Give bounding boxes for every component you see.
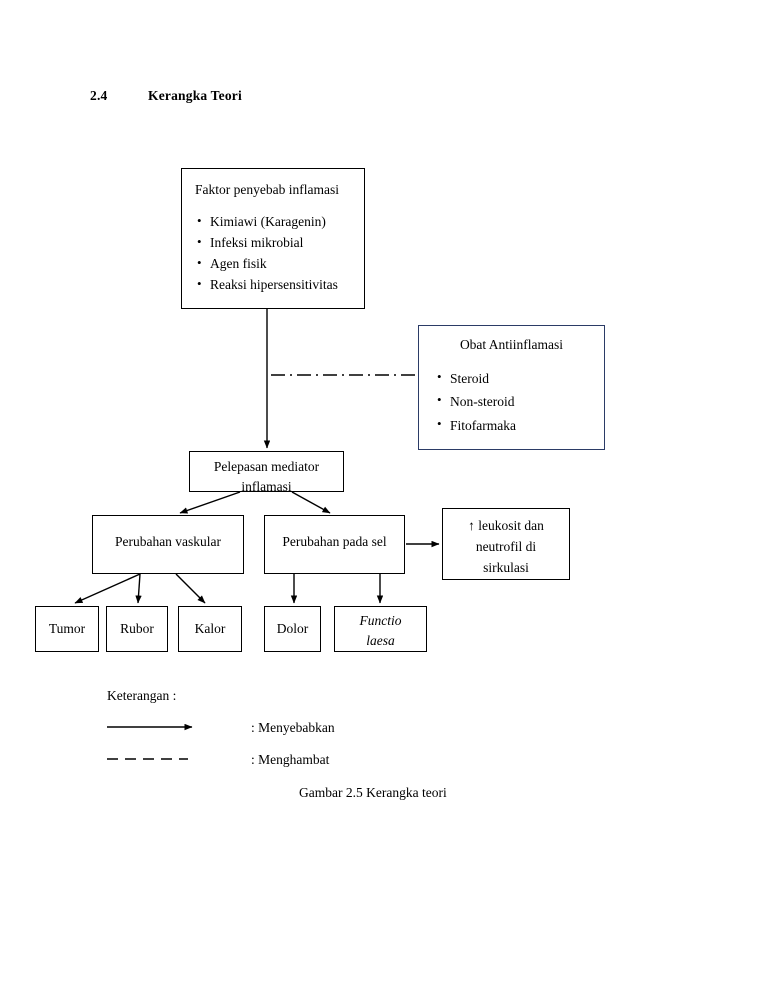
box-rubor-label: Rubor xyxy=(120,621,154,636)
box-rubor: Rubor xyxy=(106,606,168,652)
figure-caption: Gambar 2.5 Kerangka teori xyxy=(299,785,447,800)
box-dolor-label: Dolor xyxy=(276,621,309,636)
box-mediator-line2: inflamasi xyxy=(241,479,292,495)
box-leukocyte-line2: neutrofil di xyxy=(475,538,537,554)
box-functio-line2: laesa xyxy=(366,632,395,648)
section-heading: 2.4 Kerangka Teori xyxy=(90,88,242,104)
list-item: Infeksi mikrobial xyxy=(195,232,364,254)
list-item: Kimiawi (Karagenin) xyxy=(195,211,364,233)
section-title: Kerangka Teori xyxy=(148,88,242,103)
box-dolor: Dolor xyxy=(264,606,321,652)
arrow-mediator-to-cell xyxy=(291,491,331,514)
legend-label-menghambat: : Menghambat xyxy=(251,752,330,767)
box-obat-antiinflamasi: Obat Antiinflamasi Steroid Non-steroid F… xyxy=(418,325,605,450)
list-item: Steroid xyxy=(435,366,604,390)
box-faktor-penyebab-inflamasi: Faktor penyebab inflamasi Kimiawi (Karag… xyxy=(181,168,365,309)
list-item: Agen fisik xyxy=(195,253,364,275)
list-item: Fitofarmaka xyxy=(435,413,604,437)
box-functio-laesa: Functio laesa xyxy=(334,606,427,652)
box-functio-line1: Functio xyxy=(359,613,402,628)
arrow-vascular-to-tumor xyxy=(74,573,141,604)
box-leukosit-neutrofil: ↑ leukosit dan neutrofil di sirkulasi xyxy=(442,508,570,580)
box-mediator-line1: Pelepasan mediator xyxy=(213,459,320,474)
box-tumor-label: Tumor xyxy=(48,621,86,636)
box-kalor: Kalor xyxy=(178,606,242,652)
box-drug-list: Steroid Non-steroid Fitofarmaka xyxy=(419,366,604,437)
arrow-vascular-to-rubor xyxy=(135,573,142,604)
legend-label-menyebabkan: : Menyebabkan xyxy=(251,720,335,735)
list-item: Non-steroid xyxy=(435,389,604,413)
box-cell-label: Perubahan pada sel xyxy=(282,534,387,549)
legend-title: Keterangan : xyxy=(107,688,177,703)
section-number: 2.4 xyxy=(90,88,108,103)
box-leukocyte-line1: ↑ leukosit dan xyxy=(468,518,544,533)
arrow-vascular-to-kalor xyxy=(175,573,206,604)
box-tumor: Tumor xyxy=(35,606,99,652)
box-pelepasan-mediator-inflamasi: Pelepasan mediator inflamasi xyxy=(189,451,344,495)
list-item: Reaksi hipersensitivitas xyxy=(195,274,364,296)
box-perubahan-pada-sel: Perubahan pada sel xyxy=(264,515,405,574)
arrow-mediator-to-vascular xyxy=(179,491,241,514)
box-perubahan-vaskular: Perubahan vaskular xyxy=(92,515,244,574)
box-vascular-label: Perubahan vaskular xyxy=(114,534,222,549)
box-cause-title: Faktor penyebab inflamasi xyxy=(195,182,339,197)
box-cause-list: Kimiawi (Karagenin) Infeksi mikrobial Ag… xyxy=(195,211,364,296)
box-drug-title: Obat Antiinflamasi xyxy=(459,337,564,352)
box-kalor-label: Kalor xyxy=(194,621,226,636)
box-leukocyte-line3: sirkulasi xyxy=(483,559,529,575)
